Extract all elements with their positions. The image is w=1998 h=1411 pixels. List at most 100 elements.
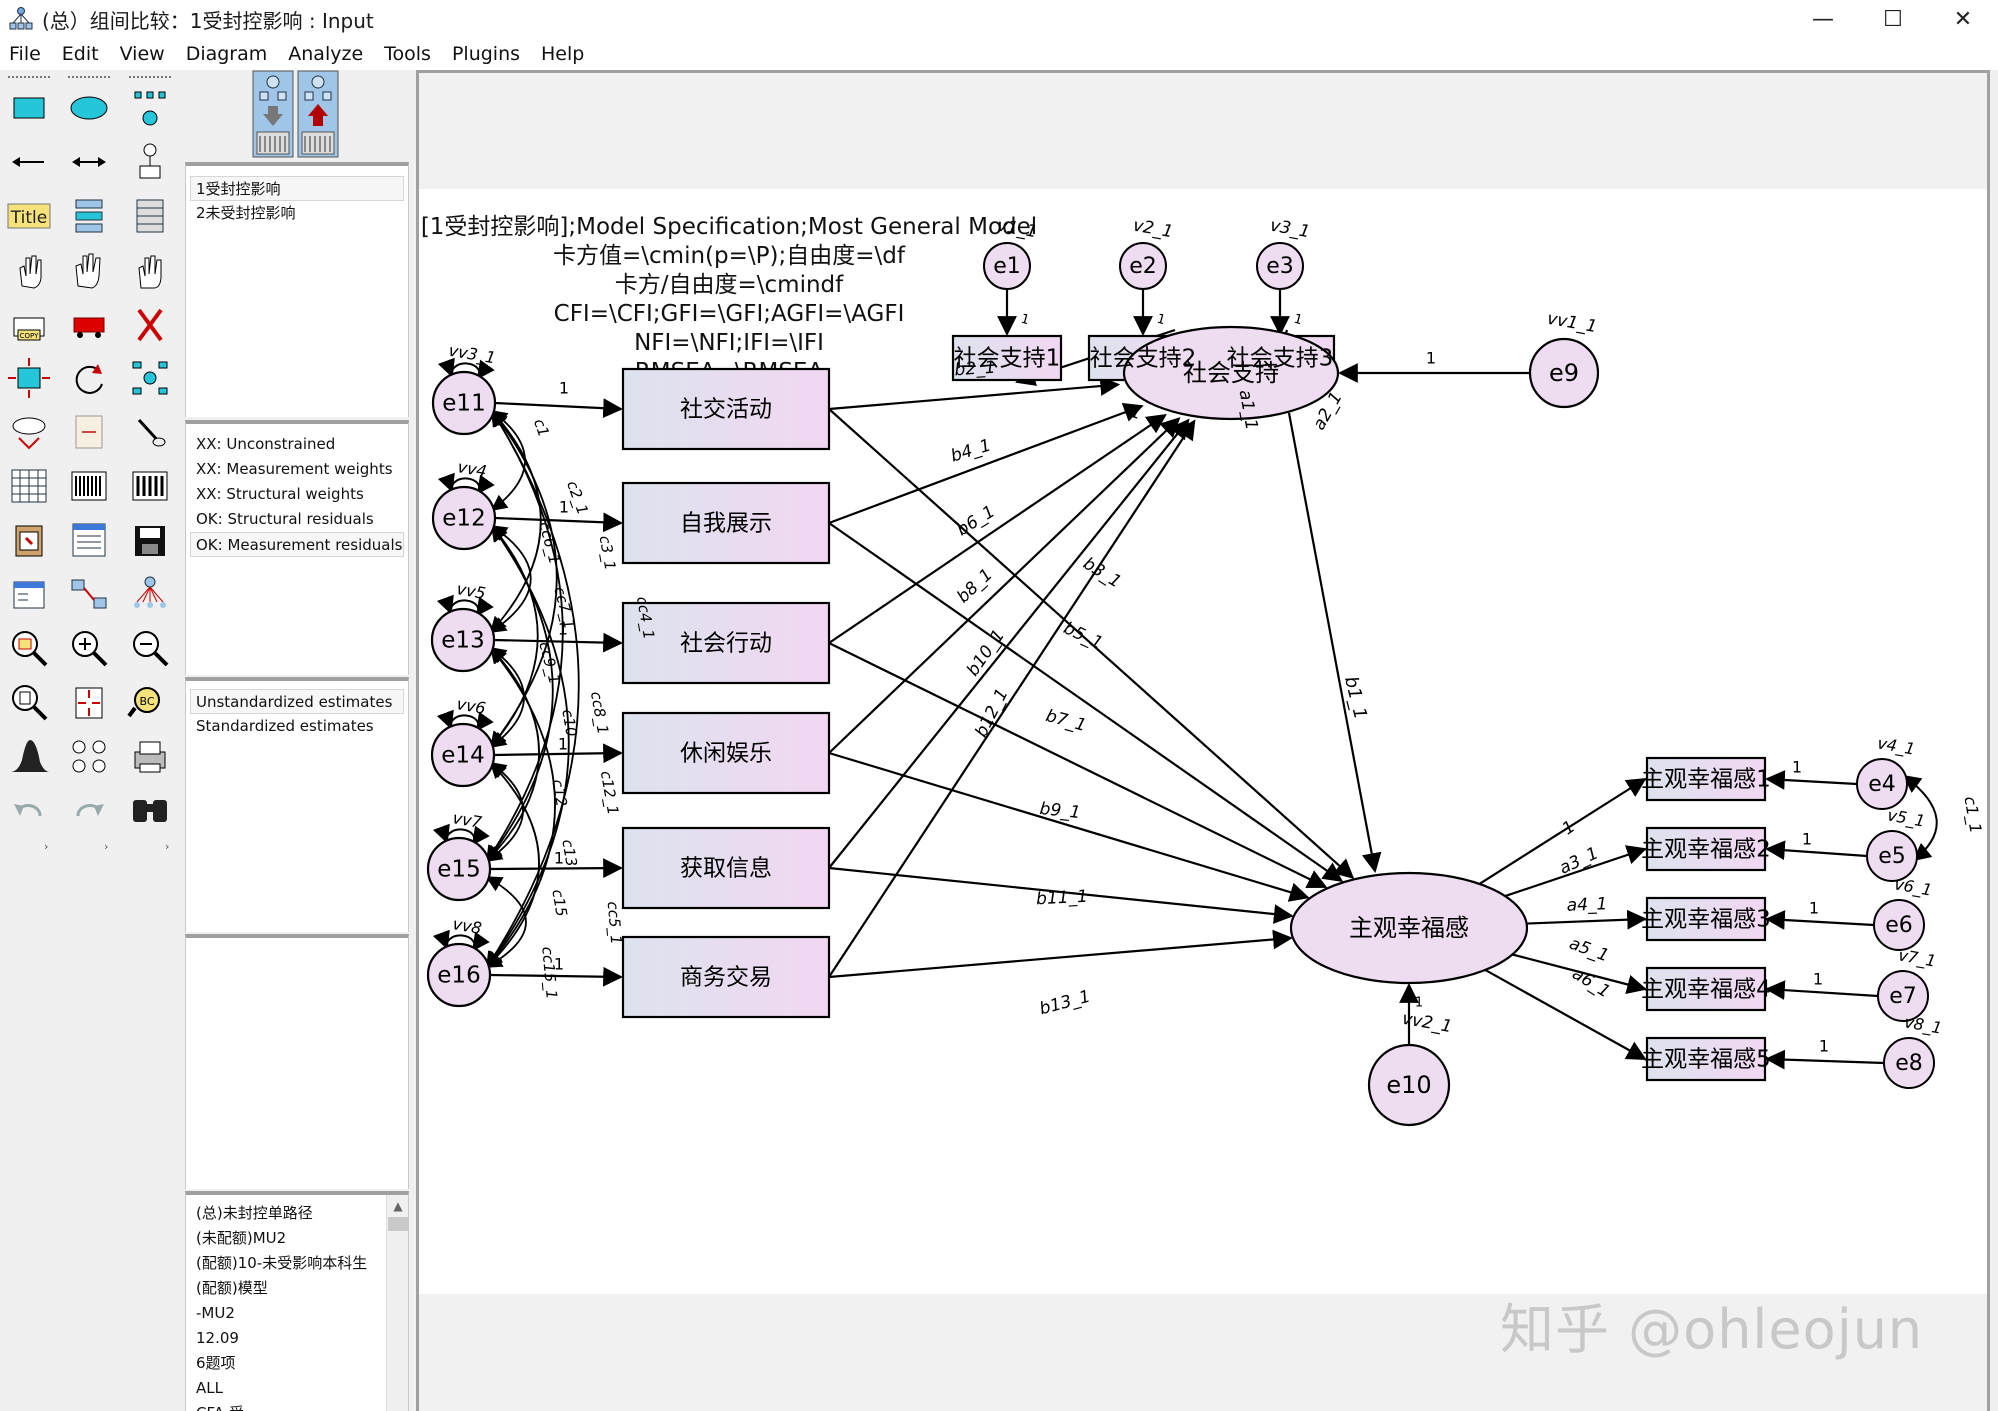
error-variable-e8[interactable] xyxy=(1883,1037,1935,1089)
support-indicator-box[interactable] xyxy=(951,334,1063,382)
files_panel-item[interactable]: (总)未封控单路径 xyxy=(196,1204,313,1222)
loading-arrow[interactable] xyxy=(1484,969,1647,1060)
error-to-indicator-arrow[interactable] xyxy=(489,858,623,879)
files_panel-item[interactable]: ALL xyxy=(196,1379,223,1397)
erase-icon[interactable] xyxy=(125,300,175,348)
covariance-arc[interactable] xyxy=(1902,774,1938,862)
toolbox-column-scroll-icon[interactable]: › xyxy=(104,840,109,853)
preserve-symmetry-icon[interactable] xyxy=(125,570,175,618)
error-to-indicator-arrow[interactable] xyxy=(1765,840,1868,861)
unique-variable-icon[interactable] xyxy=(125,138,175,186)
menu-help[interactable]: Help xyxy=(541,43,585,65)
toolbox-column-scroll-icon[interactable]: › xyxy=(165,840,170,853)
reflect-icon[interactable] xyxy=(125,354,175,402)
variance-arc[interactable] xyxy=(436,594,494,617)
observed-variable-box[interactable] xyxy=(621,711,831,795)
menu-diagram[interactable]: Diagram xyxy=(185,43,268,65)
close-button[interactable]: ✕ xyxy=(1953,6,1973,32)
covariance-arc[interactable] xyxy=(489,524,539,749)
list-data-icon[interactable] xyxy=(125,192,175,240)
scroll-thumb[interactable] xyxy=(388,1217,408,1231)
predictor-to-support-arrow[interactable] xyxy=(828,417,1181,754)
models_panel-item[interactable]: XX: Structural weights xyxy=(196,485,364,503)
bayesian-icon[interactable] xyxy=(4,732,54,780)
covariance-arc[interactable] xyxy=(486,524,554,863)
covariance-arc[interactable] xyxy=(489,409,542,634)
menu-file[interactable]: File xyxy=(9,43,41,65)
wellbeing-indicator-box[interactable] xyxy=(1645,896,1767,942)
view-text-icon[interactable] xyxy=(64,516,114,564)
scroll-up-icon[interactable]: ▲ xyxy=(393,1199,403,1213)
menu-analyze[interactable]: Analyze xyxy=(288,43,364,65)
indicator-tool-icon[interactable] xyxy=(125,84,175,132)
title-tool-icon[interactable]: Title xyxy=(4,192,54,240)
estimates_panel-item[interactable]: Unstandardized estimates xyxy=(190,689,404,714)
predictor-to-happiness-arrow[interactable] xyxy=(828,866,1294,924)
predictor-to-support-arrow[interactable] xyxy=(828,419,1196,978)
error-to-indicator-arrow[interactable] xyxy=(1765,980,1879,1001)
groups_panel-item[interactable]: 2未受封控影响 xyxy=(196,204,296,222)
disturbance-variable-e10[interactable] xyxy=(1367,1043,1451,1127)
files_panel-item[interactable]: 12.09 xyxy=(196,1329,239,1347)
menu-tools[interactable]: Tools xyxy=(384,43,431,65)
error-to-indicator-arrow[interactable] xyxy=(1765,770,1858,790)
spec-search-icon[interactable] xyxy=(125,786,175,834)
view-output-icon[interactable] xyxy=(297,70,339,158)
drag-props-icon[interactable] xyxy=(64,570,114,618)
analysis-properties-icon[interactable] xyxy=(64,462,114,510)
files-scrollbar[interactable]: ▲ xyxy=(386,1195,408,1411)
variance-arc[interactable] xyxy=(437,472,495,495)
variance-arc[interactable] xyxy=(436,709,494,732)
rectangle-tool-icon[interactable] xyxy=(4,84,54,132)
latent-social-support[interactable] xyxy=(1122,325,1340,421)
disturbance-variable-e9[interactable] xyxy=(1528,337,1600,409)
error-to-indicator-arrow[interactable] xyxy=(1765,910,1875,930)
observed-variable-box[interactable] xyxy=(621,481,831,565)
files_panel-item[interactable]: -MU2 xyxy=(196,1304,235,1322)
error-to-indicator-arrow[interactable] xyxy=(494,398,623,419)
object-properties-icon[interactable] xyxy=(4,570,54,618)
error-to-indicator-arrow[interactable] xyxy=(489,966,623,987)
files_panel-item[interactable]: CFA-受 xyxy=(186,1401,408,1411)
loupe-icon[interactable]: BC xyxy=(125,678,175,726)
sem-path-diagram[interactable]: c1c2_1c3_1cc4_1cc6_1cc7_1cc8_1cc9_1c10c1… xyxy=(419,73,1987,1408)
error-variable-e3[interactable] xyxy=(1256,242,1304,290)
move-param-icon[interactable] xyxy=(4,408,54,456)
multiple-group-icon[interactable] xyxy=(64,732,114,780)
predictor-to-happiness-arrow[interactable] xyxy=(828,408,1355,879)
loading-arrow[interactable] xyxy=(1504,845,1647,898)
rotate-icon[interactable] xyxy=(64,354,114,402)
zoom-out-icon[interactable] xyxy=(125,624,175,672)
error-variable-e2[interactable] xyxy=(1119,242,1167,290)
models_panel-item[interactable]: OK: Structural residuals xyxy=(196,510,374,528)
files_panel-item[interactable]: (配额)模型 xyxy=(196,1279,268,1297)
error-variable-e11[interactable] xyxy=(431,370,497,436)
toolbox-column-scroll-icon[interactable]: › xyxy=(44,840,49,853)
print-icon[interactable] xyxy=(125,732,175,780)
error-variable-e1[interactable] xyxy=(983,242,1031,290)
error-variable-e6[interactable] xyxy=(1873,899,1925,951)
maximize-button[interactable]: ☐ xyxy=(1883,6,1903,32)
scroll-icon[interactable] xyxy=(64,408,114,456)
list-variables-icon[interactable] xyxy=(64,192,114,240)
loading-arrow[interactable] xyxy=(1526,909,1647,930)
single-arrow-icon[interactable] xyxy=(4,138,54,186)
fit-page-icon[interactable] xyxy=(4,678,54,726)
save-icon[interactable] xyxy=(125,516,175,564)
predictor-to-support-arrow[interactable] xyxy=(828,376,1121,411)
covariance-arc[interactable] xyxy=(486,409,580,969)
observed-variable-box[interactable] xyxy=(621,367,831,451)
predictor-to-support-arrow[interactable] xyxy=(828,414,1167,644)
files_panel-item[interactable]: (配额)10-未受影响本科生 xyxy=(196,1254,368,1272)
covariance-arc[interactable] xyxy=(485,646,556,969)
touch-up-icon[interactable] xyxy=(125,408,175,456)
files_panel-item[interactable]: 6题项 xyxy=(196,1354,236,1372)
covariance-arc[interactable] xyxy=(485,761,540,969)
groups_panel-item[interactable]: 1受封控影响 xyxy=(190,176,404,201)
variance-arc[interactable] xyxy=(432,823,490,846)
data-file-icon[interactable] xyxy=(4,462,54,510)
menu-view[interactable]: View xyxy=(119,43,165,65)
redo-icon[interactable] xyxy=(64,786,114,834)
predictor-to-support-arrow[interactable] xyxy=(828,418,1190,869)
variance-arc[interactable] xyxy=(432,929,490,952)
